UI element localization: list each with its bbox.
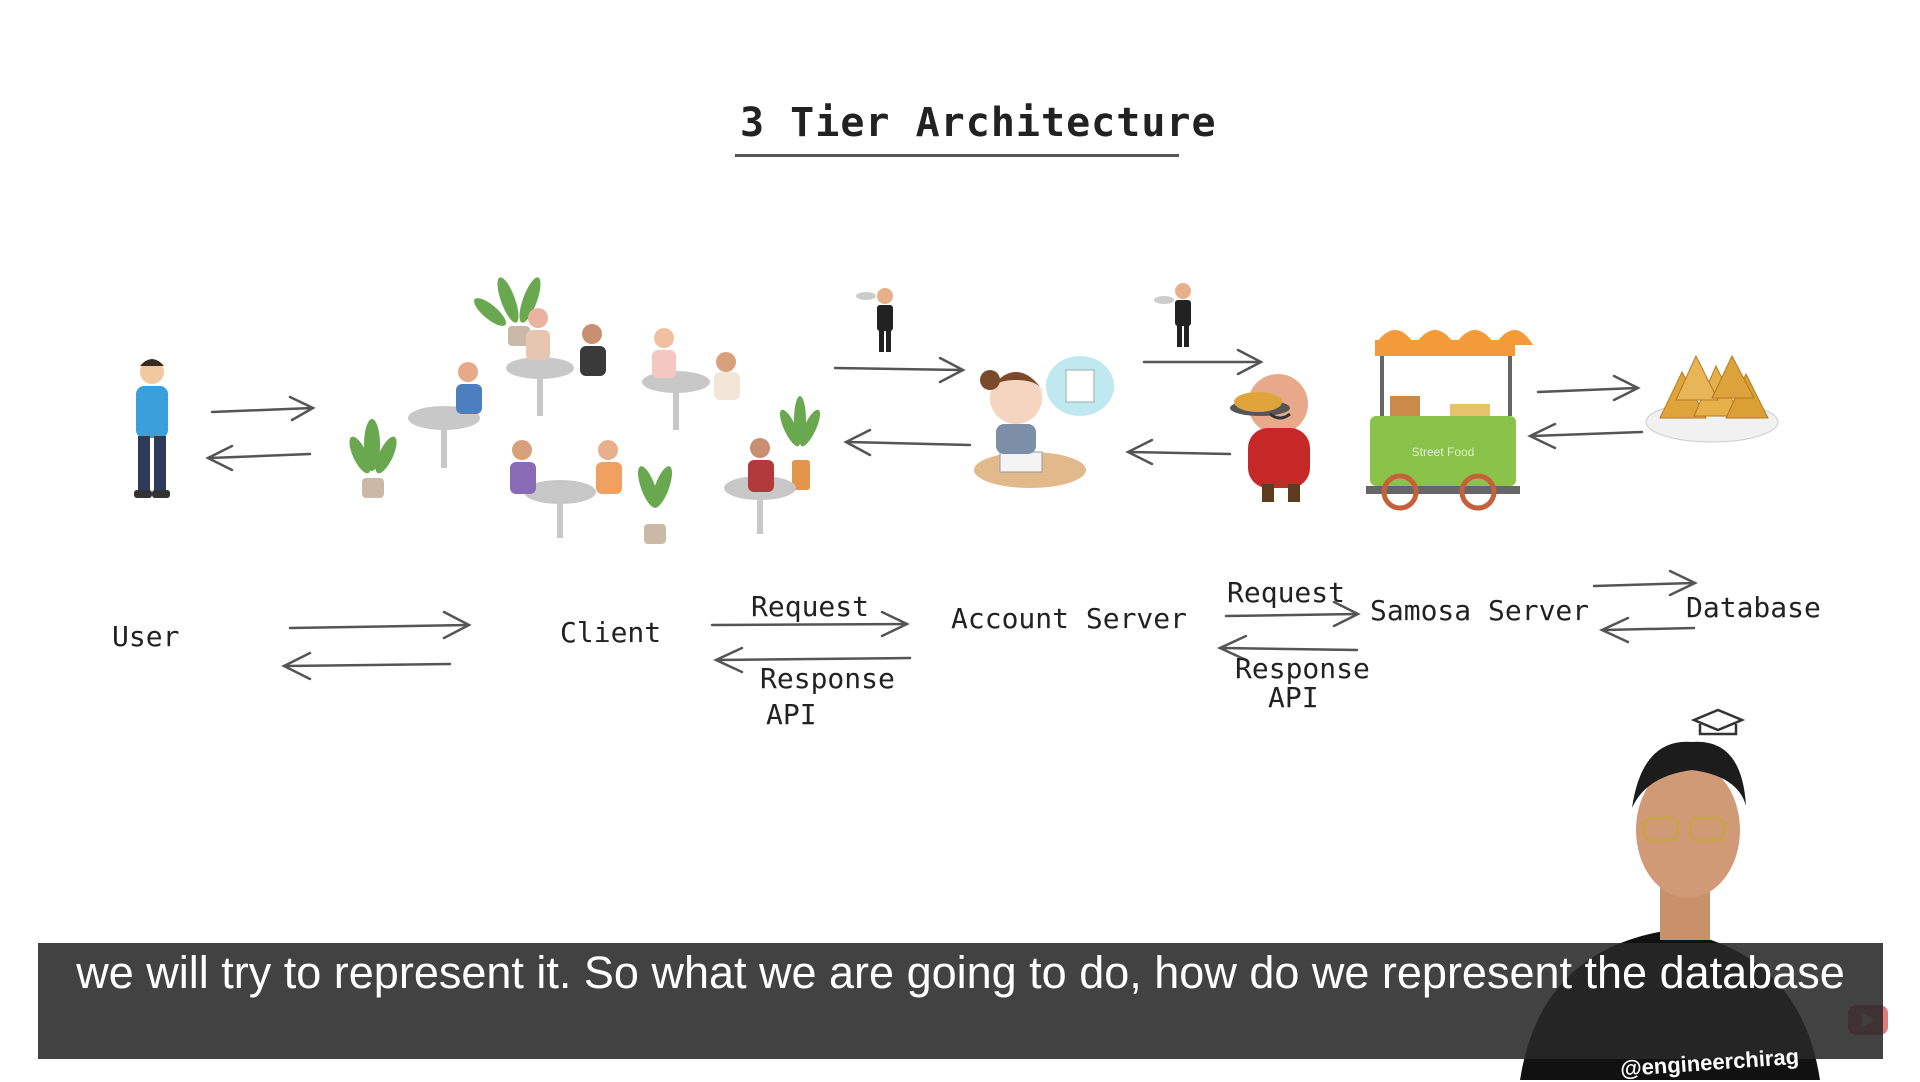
street-food-cart-icon <box>1366 330 1533 511</box>
waiter-icon-1 <box>856 288 893 352</box>
node-client: Client <box>560 616 662 649</box>
arrow-account-to-samosa-bottom <box>1224 600 1361 628</box>
arrow-account-to-client-bottom <box>713 646 912 674</box>
arrow-samosa-to-account-bottom <box>1217 634 1359 662</box>
node-user: User <box>112 620 180 653</box>
arrow-client-to-account-top <box>833 356 966 384</box>
node-database: Database <box>1686 591 1821 624</box>
arrow-user-to-client-top <box>210 395 316 422</box>
arrow-user-to-client-bottom <box>288 610 472 640</box>
edge-label-response-1: Response <box>760 662 895 695</box>
edge-label-request-1: Request <box>751 590 870 623</box>
arrow-samosa-to-account-top <box>1125 438 1232 466</box>
arrow-db-to-samosa-bottom <box>1599 616 1696 644</box>
user-figure-icon <box>134 359 170 498</box>
arrow-samosa-to-db-bottom <box>1592 569 1698 597</box>
chef-icon <box>1230 374 1310 502</box>
arrow-account-to-client-top <box>843 428 972 457</box>
arrow-client-to-account-bottom <box>710 610 910 638</box>
node-account-server: Account Server <box>951 602 1188 635</box>
edge-label-response-2: Response <box>1235 652 1370 685</box>
video-caption: we will try to represent it. So what we … <box>76 947 1845 998</box>
diagram-title: 3 Tier Architecture <box>740 100 1217 146</box>
edge-label-api-1: API <box>766 698 817 731</box>
title-underline <box>735 154 1179 157</box>
cashier-icon <box>974 356 1114 488</box>
restaurant-scene-icon <box>349 277 821 544</box>
arrow-client-to-user-top <box>205 444 312 472</box>
cart-sign: Street Food <box>1412 445 1475 459</box>
arrow-client-to-user-bottom <box>281 651 452 681</box>
caption-background <box>38 943 1883 1059</box>
edge-label-request-2: Request <box>1227 576 1346 609</box>
edge-label-api-2: API <box>1268 681 1319 714</box>
waiter-icon-2 <box>1154 283 1191 347</box>
node-samosa-server: Samosa Server <box>1370 594 1590 627</box>
samosa-plate-icon <box>1645 354 1779 443</box>
arrow-account-to-samosa-top <box>1142 348 1264 376</box>
graduation-cap-icon <box>1690 708 1746 736</box>
arrow-samosa-to-db-top <box>1536 374 1641 402</box>
arrow-db-to-samosa-top <box>1527 422 1644 450</box>
